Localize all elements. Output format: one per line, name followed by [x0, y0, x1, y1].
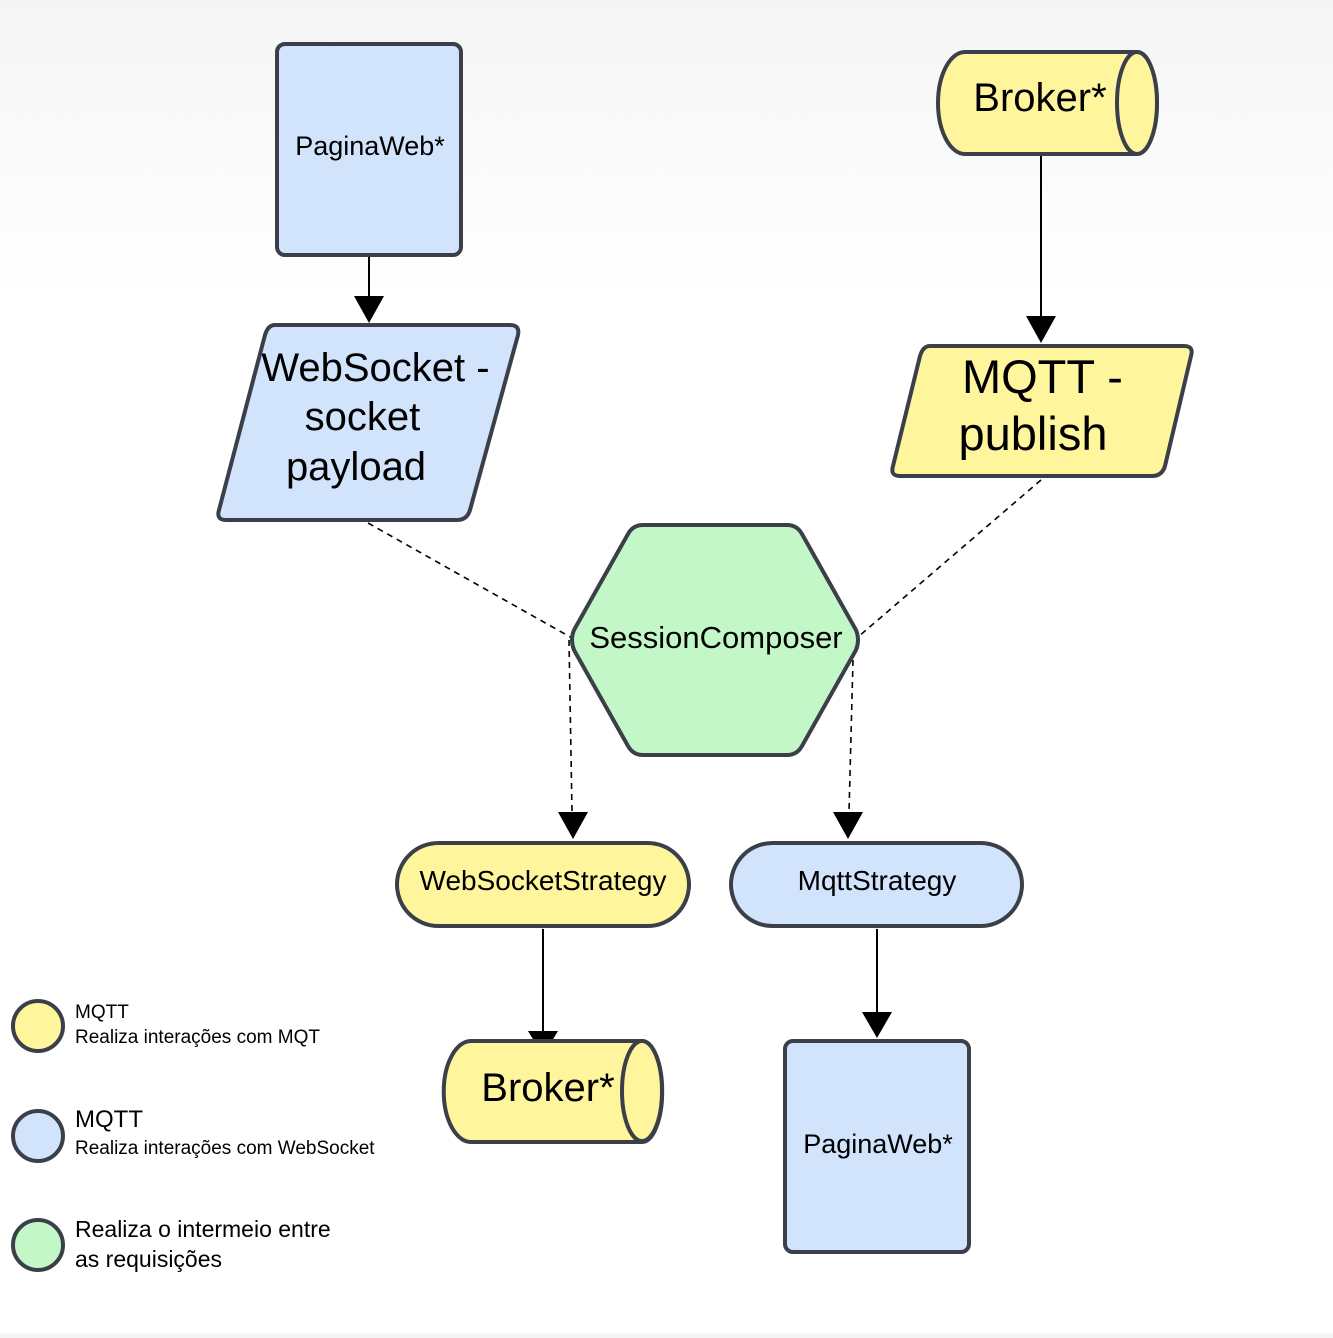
- node-websocket-strategy[interactable]: WebSocketStrategy: [395, 841, 691, 928]
- node-label: Broker*: [973, 76, 1106, 120]
- legend-item-yellow: MQTT Realiza interações com MQT: [11, 999, 320, 1053]
- edge-mqtt-to-composer: [857, 479, 1042, 638]
- legend-title: MQTT: [75, 1002, 129, 1023]
- node-paginaweb-top[interactable]: PaginaWeb*: [275, 42, 463, 257]
- legend-swatch: [11, 1218, 65, 1272]
- node-label: PaginaWeb*: [803, 1129, 953, 1159]
- node-label: MQTT - publish: [959, 350, 1137, 460]
- cylinder-cap: [620, 1039, 664, 1143]
- node-mqtt-publish[interactable]: MQTT - publish: [890, 344, 1194, 478]
- legend-item-blue: MQTT Realiza interações com WebSocket: [11, 1106, 375, 1163]
- hexagon-shape: [570, 523, 860, 757]
- parallelogram-shape: [216, 323, 521, 522]
- arrowhead: [862, 1012, 892, 1038]
- node-label: WebSocketStrategy: [420, 865, 667, 896]
- cylinder-cap: [1115, 50, 1159, 156]
- node-label: MqttStrategy: [798, 865, 957, 896]
- terminator-shape: [395, 841, 691, 928]
- document-shape: [275, 42, 463, 257]
- terminator-shape: [729, 841, 1024, 928]
- arrowhead: [1026, 316, 1056, 343]
- node-session-composer[interactable]: SessionComposer: [570, 523, 860, 757]
- arrowhead: [833, 812, 863, 839]
- node-mqtt-strategy[interactable]: MqttStrategy: [729, 841, 1024, 928]
- label-line: WebSocket -: [261, 346, 489, 390]
- edge-composer-to-mqttstrategy: [848, 659, 854, 813]
- node-label: WebSocket - socket payload: [261, 346, 500, 489]
- legend-desc: Realiza interações com WebSocket: [75, 1138, 375, 1159]
- legend-swatch: [11, 999, 65, 1053]
- legend: MQTT Realiza interações com MQT MQTT Rea…: [11, 999, 375, 1272]
- label-line: payload: [286, 445, 426, 489]
- legend-title: MQTT: [75, 1106, 143, 1133]
- arrowhead: [354, 296, 384, 323]
- document-shape: [783, 1039, 971, 1254]
- node-paginaweb-bottom[interactable]: PaginaWeb*: [783, 1039, 971, 1254]
- node-broker-top[interactable]: Broker*: [936, 50, 1159, 156]
- label-line: MQTT -: [962, 350, 1123, 403]
- edge-websocket-to-composer: [367, 522, 573, 639]
- legend-desc: Realiza interações com MQT: [75, 1027, 320, 1048]
- parallelogram-shape: [890, 344, 1194, 478]
- legend-desc: as requisições: [75, 1246, 222, 1272]
- legend-title: Realiza o intermeio entre: [75, 1216, 331, 1242]
- edge-composer-to-websocketstrategy: [568, 639, 573, 813]
- label-line: socket: [305, 395, 421, 439]
- label-line: publish: [959, 407, 1108, 460]
- node-label: Broker*: [481, 1066, 614, 1110]
- node-label: SessionComposer: [589, 620, 842, 655]
- legend-swatch: [11, 1109, 65, 1163]
- node-broker-bottom[interactable]: Broker*: [441, 1039, 665, 1144]
- legend-item-green: Realiza o intermeio entre as requisições: [11, 1216, 331, 1272]
- node-websocket-payload[interactable]: WebSocket - socket payload: [216, 323, 521, 522]
- arrowhead: [558, 812, 588, 839]
- node-label: PaginaWeb*: [295, 131, 445, 161]
